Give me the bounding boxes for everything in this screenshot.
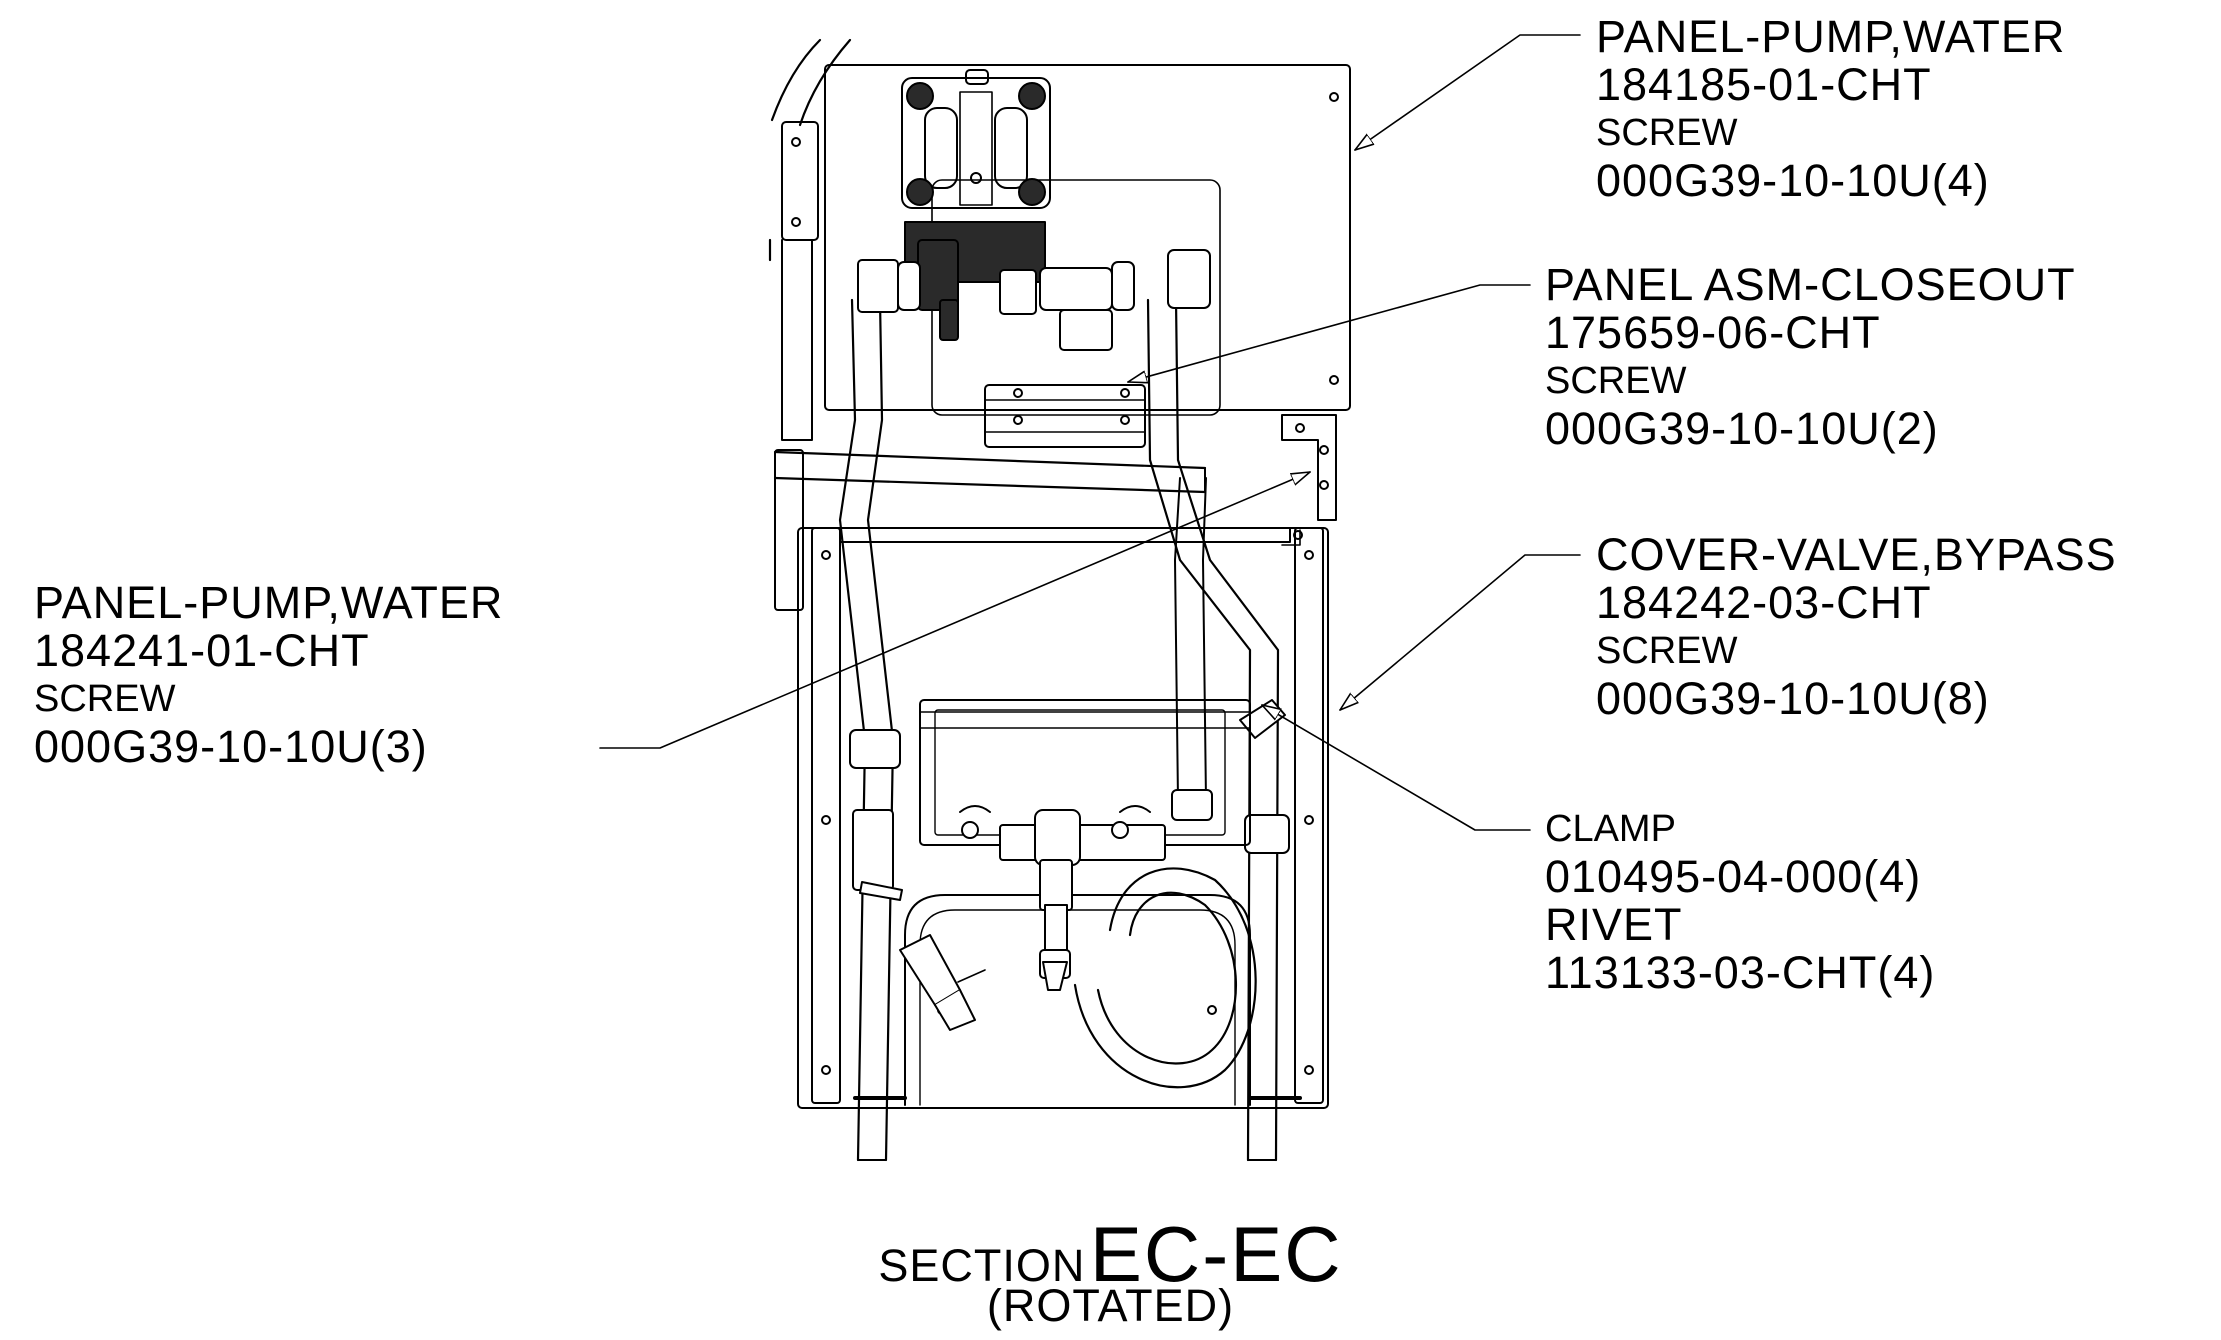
callout-clamp: CLAMP 010495-04-000(4) RIVET 113133-03-C…: [1545, 806, 1935, 998]
elbow-fitting: [899, 934, 986, 1031]
callout-panel-pump-lower: PANEL-PUMP,WATER 184241-01-CHT SCREW 000…: [34, 580, 503, 772]
part-name: COVER-VALVE,BYPASS: [1596, 529, 2117, 580]
screw-hole-icon: [821, 815, 831, 825]
screw-hole-icon: [791, 217, 801, 227]
part-name: PANEL-PUMP,WATER: [34, 577, 504, 628]
left-vertical-hose: [838, 259, 903, 1162]
part-name: PANEL-PUMP,WATER: [1596, 11, 2066, 62]
screw-hole-icon: [821, 550, 831, 560]
clamp-icon: [959, 805, 1151, 813]
screw-hole-icon: [1319, 480, 1329, 490]
leader-cover-valve: [1339, 554, 1581, 711]
part-number: 175659-06-CHT: [1545, 307, 1881, 358]
fastener-number: 113133-03-CHT(4): [1545, 947, 1936, 998]
screw-hole-icon: [1304, 815, 1314, 825]
fastener-name: RIVET: [1545, 899, 1683, 950]
leader-clamp: [1261, 704, 1531, 831]
part-number: 184242-03-CHT: [1596, 577, 1932, 628]
screw-hole-icon: [1295, 423, 1305, 433]
screw-hole-icon: [1013, 415, 1023, 425]
leader-panel-pump-lower: [599, 471, 1311, 749]
screw-hole-icon: [1329, 92, 1339, 102]
upper-pump-panel: [824, 64, 1351, 416]
water-pump-icon: [897, 69, 1135, 351]
screw-hole-icon: [1013, 388, 1023, 398]
fastener-name: SCREW: [34, 678, 176, 720]
leader-panel-pump-upper: [1354, 34, 1581, 151]
part-name: PANEL ASM-CLOSEOUT: [1545, 259, 2076, 310]
fastener-number: 000G39-10-10U(8): [1596, 673, 1990, 724]
part-number: 184241-01-CHT: [34, 625, 370, 676]
left-frame-rail: [774, 239, 813, 611]
callout-cover-valve: COVER-VALVE,BYPASS 184242-03-CHT SCREW 0…: [1596, 532, 2117, 724]
leader-closeout: [1127, 284, 1531, 382]
lower-u-plate: [853, 894, 1302, 1106]
fastener-number: 000G39-10-10U(4): [1596, 155, 1990, 206]
screw-hole-icon: [1304, 550, 1314, 560]
fastener-name: SCREW: [1596, 112, 1738, 154]
right-side-bracket: [1281, 414, 1337, 521]
screw-hole-icon: [1120, 415, 1130, 425]
fastener-number: 000G39-10-10U(2): [1545, 403, 1939, 454]
screw-hole-icon: [1329, 375, 1339, 385]
part-number: 184185-01-CHT: [1596, 59, 1932, 110]
closeout-panel: [984, 384, 1146, 448]
callout-closeout: PANEL ASM-CLOSEOUT 175659-06-CHT SCREW 0…: [1545, 262, 2076, 454]
screw-hole-icon: [1319, 445, 1329, 455]
return-hose: [1073, 867, 1257, 1089]
supply-hose: [770, 38, 852, 127]
fastener-name: SCREW: [1545, 360, 1687, 402]
screw-hole-icon: [791, 137, 801, 147]
part-number: 010495-04-000(4): [1545, 851, 1922, 902]
valve-icon: [919, 699, 1251, 991]
screw-hole-icon: [1207, 1005, 1217, 1015]
fastener-name: SCREW: [1596, 630, 1738, 672]
fastener-number: 000G39-10-10U(3): [34, 721, 428, 772]
lower-bypass-cover: [797, 527, 1329, 1109]
cross-bar: [773, 450, 1207, 494]
screw-hole-icon: [1304, 1065, 1314, 1075]
leader-lines: [599, 34, 1581, 831]
right-vertical-hose: [1146, 249, 1290, 1162]
section-word: SECTION: [878, 1240, 1086, 1291]
section-title: SECTION EC-EC: [0, 1215, 2221, 1293]
callout-panel-pump-upper: PANEL-PUMP,WATER 184185-01-CHT SCREW 000…: [1596, 14, 2065, 206]
section-note: (ROTATED): [986, 1280, 1235, 1331]
section-id: EC-EC: [1089, 1210, 1343, 1298]
screw-hole-icon: [1120, 388, 1130, 398]
screw-hole-icon: [821, 1065, 831, 1075]
part-name: CLAMP: [1545, 808, 1676, 850]
left-upper-bracket: [781, 121, 819, 241]
inner-vertical-hose: [1171, 477, 1213, 821]
